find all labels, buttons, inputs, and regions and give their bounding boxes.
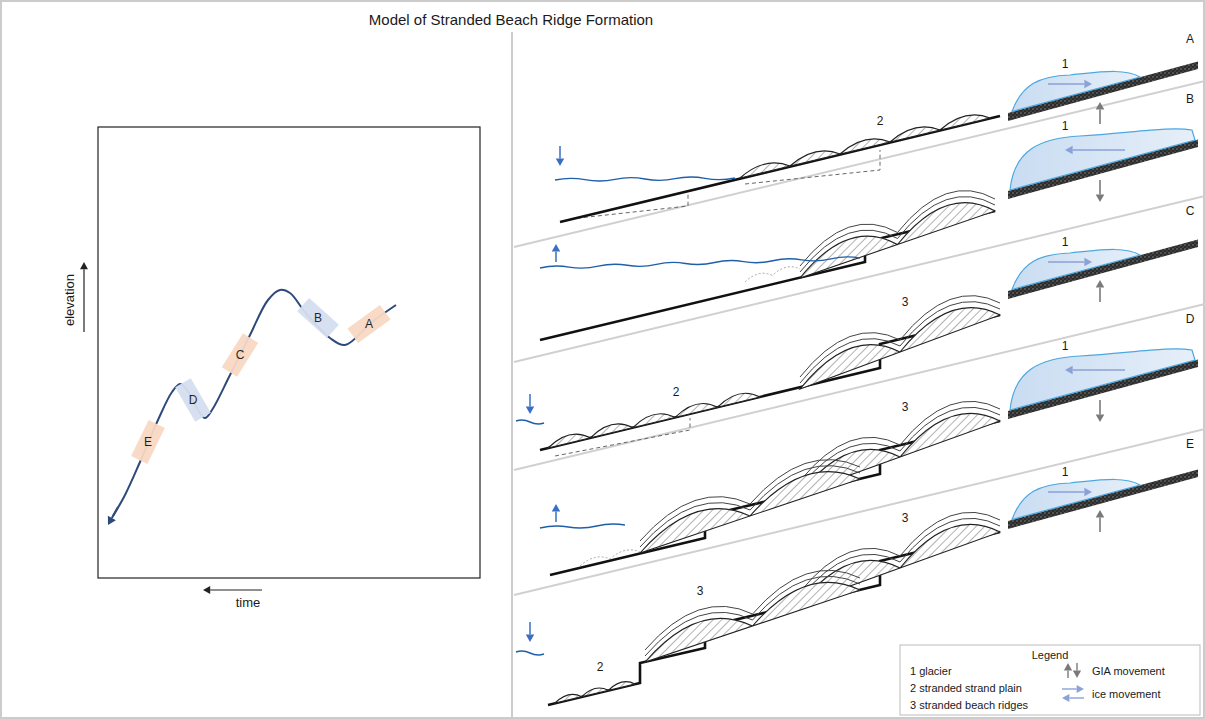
ridge-outline bbox=[645, 570, 860, 650]
ridge-outline bbox=[800, 401, 1000, 481]
ridge-fill bbox=[555, 682, 635, 703]
ice-arrow bbox=[1048, 258, 1092, 267]
ice-arrow bbox=[1048, 80, 1092, 89]
ice-arrow bbox=[1065, 366, 1125, 375]
bedrock bbox=[1008, 240, 1198, 300]
panel-separator bbox=[514, 196, 1205, 362]
gia-arrow bbox=[1096, 102, 1105, 124]
ridge-outline bbox=[800, 197, 995, 272]
gia-arrow bbox=[1096, 400, 1105, 422]
panel-letter: B bbox=[1184, 93, 1196, 107]
segment-letter: A bbox=[365, 317, 373, 331]
figure-title: Model of Stranded Beach Ridge Formation bbox=[369, 11, 653, 28]
callout-number: 1 bbox=[1060, 120, 1071, 134]
ridge-fill bbox=[740, 115, 990, 178]
callout-number: 3 bbox=[900, 512, 911, 526]
legend-ice-sample bbox=[1062, 694, 1084, 702]
callout-number: 1 bbox=[1060, 236, 1071, 250]
time-segment-band: D bbox=[175, 378, 211, 422]
water-line bbox=[555, 177, 735, 181]
glacier-ice bbox=[1010, 349, 1195, 410]
sea-level-arrow bbox=[526, 394, 534, 414]
legend-entry: 1 glacier bbox=[910, 665, 952, 678]
ice-arrow bbox=[1065, 146, 1125, 155]
panel-separator bbox=[514, 304, 1205, 470]
water-line bbox=[540, 257, 860, 268]
divider bbox=[511, 32, 513, 719]
ridge-fill bbox=[800, 203, 995, 278]
water-line bbox=[516, 651, 544, 655]
bedrock bbox=[1008, 62, 1198, 122]
legend-entry: ice movement bbox=[1092, 688, 1160, 701]
callout-number: 1 bbox=[1060, 466, 1071, 480]
panel-letter: C bbox=[1184, 205, 1197, 219]
legend-box bbox=[900, 645, 1200, 715]
axis-arrow bbox=[80, 262, 88, 332]
time-segment-band: E bbox=[131, 420, 165, 464]
elevation-curve bbox=[113, 290, 396, 516]
panel-separator bbox=[514, 81, 1205, 247]
ridge-fill bbox=[645, 582, 860, 662]
callout-number: 2 bbox=[595, 661, 606, 675]
segment-letter: E bbox=[144, 435, 152, 449]
legend-ice-sample bbox=[1062, 685, 1084, 693]
ridge-fill bbox=[800, 308, 1000, 389]
gia-arrow bbox=[1096, 510, 1105, 532]
ridge-outline bbox=[800, 296, 1000, 377]
time-segment-band: B bbox=[297, 298, 339, 338]
ridge-outline bbox=[645, 576, 860, 656]
callout-number: 3 bbox=[900, 296, 911, 310]
time-segment-band: A bbox=[348, 305, 391, 343]
callout-number: 3 bbox=[695, 585, 706, 599]
bedrock bbox=[1008, 470, 1198, 530]
gia-arrow bbox=[1096, 280, 1105, 302]
sea-level-arrow bbox=[552, 244, 560, 262]
ridge-fill bbox=[640, 472, 860, 553]
water-line bbox=[540, 524, 625, 528]
ice-arrow bbox=[1048, 488, 1092, 497]
callout-number: 2 bbox=[671, 386, 682, 400]
callout-number: 2 bbox=[875, 115, 886, 129]
callout-number: 1 bbox=[1060, 340, 1071, 354]
panel-letter: A bbox=[1184, 33, 1196, 47]
segment-letter: D bbox=[189, 393, 198, 407]
time-segment-band: C bbox=[222, 333, 258, 376]
eroded-ridge bbox=[580, 550, 640, 566]
ridge-outline bbox=[640, 466, 860, 547]
callout-number: 1 bbox=[1060, 58, 1071, 72]
legend-gia-sample bbox=[1073, 663, 1081, 678]
ridge-outline bbox=[800, 191, 995, 266]
ridge-outline bbox=[800, 512, 1000, 592]
axis-label: elevation bbox=[63, 272, 78, 328]
panel-letter: E bbox=[1184, 438, 1196, 452]
glacier-ice bbox=[1012, 71, 1140, 111]
segment-letter: B bbox=[314, 311, 322, 325]
panel-letter: D bbox=[1184, 313, 1197, 327]
glacier-ice bbox=[1012, 249, 1140, 289]
legend-gia-sample bbox=[1064, 663, 1072, 678]
ridge-outline bbox=[640, 460, 860, 541]
axis-label: time bbox=[234, 596, 263, 611]
legend-entry: 2 stranded strand plain bbox=[910, 682, 1022, 695]
curve-arrowhead bbox=[108, 507, 118, 525]
legend-entry: GIA movement bbox=[1092, 665, 1165, 678]
callout-number: 3 bbox=[900, 401, 911, 415]
gia-arrow bbox=[1096, 180, 1105, 202]
graph-frame bbox=[98, 127, 480, 578]
ridge-outline bbox=[800, 302, 1000, 383]
sea-level-arrow bbox=[552, 504, 560, 522]
glacier-ice bbox=[1012, 479, 1140, 519]
segment-letter: C bbox=[236, 348, 245, 362]
legend-title: Legend bbox=[1030, 649, 1071, 662]
glacier-ice bbox=[1010, 129, 1195, 190]
ridge-fill bbox=[548, 393, 760, 448]
legend-entry: 3 stranded beach ridges bbox=[910, 699, 1028, 712]
sea-level-arrow bbox=[556, 146, 564, 166]
axis-arrow bbox=[203, 586, 262, 594]
sea-level-arrow bbox=[526, 622, 534, 642]
water-line bbox=[516, 420, 544, 424]
